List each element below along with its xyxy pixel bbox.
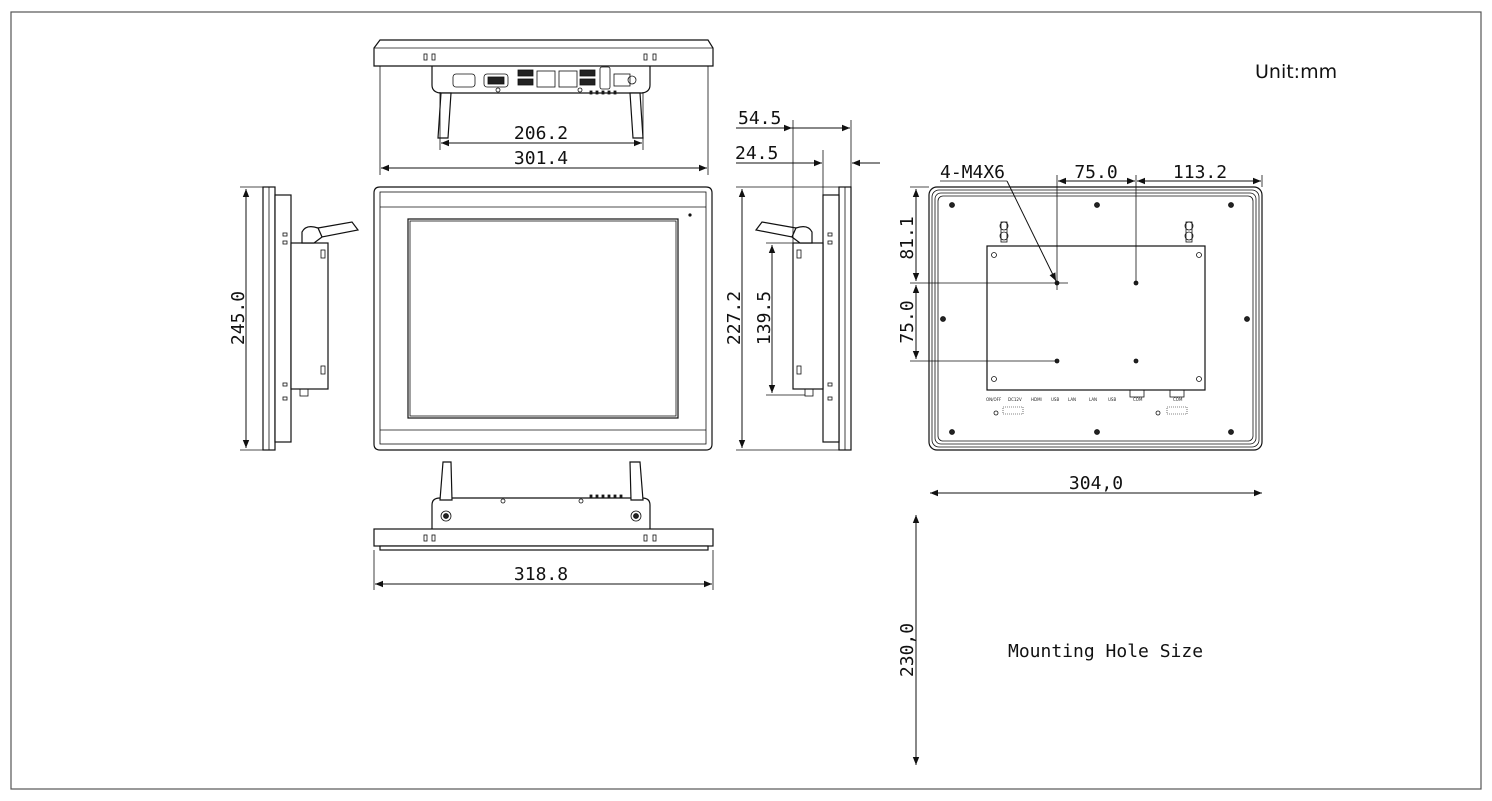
svg-text:LAN: LAN [1089, 397, 1097, 402]
bottom-view [373, 461, 714, 590]
hole-callout: 4-M4X6 [940, 162, 1005, 183]
svg-text:COM: COM [1173, 397, 1183, 402]
dim-hole-spacing-y: 75.0 [897, 300, 918, 343]
front-view [373, 186, 713, 451]
dim-hole-offset-top: 81.1 [897, 216, 918, 259]
rear-view: ON/OFF DC12V HDMI USB LAN LAN USB COM COM [910, 175, 1263, 497]
svg-text:LAN: LAN [1068, 397, 1076, 402]
svg-text:USB: USB [1051, 397, 1059, 402]
dim-side-inner-height: 139.5 [754, 291, 775, 345]
dim-side-height: 227.2 [724, 291, 745, 345]
unit-label: Unit:mm [1255, 61, 1337, 83]
drawing-frame [10, 11, 1482, 790]
left-side-view [240, 186, 360, 451]
dim-left-height: 245.0 [228, 291, 249, 345]
top-view [373, 39, 714, 175]
dim-bottom-width: 318.8 [514, 564, 568, 585]
dim-side-depth-panel: 24.5 [735, 143, 778, 164]
dim-top-outer-width: 301.4 [514, 148, 568, 169]
right-side-view [736, 120, 880, 451]
dim-cutout-height: 230,0 [897, 623, 918, 677]
dim-cutout-width: 304,0 [1069, 473, 1123, 494]
svg-text:USB: USB [1108, 397, 1116, 402]
dim-side-depth-total: 54.5 [738, 108, 781, 129]
svg-text:DC12V: DC12V [1008, 397, 1022, 402]
svg-text:COM: COM [1133, 397, 1143, 402]
dim-top-inner-width: 206.2 [514, 123, 568, 144]
mounting-caption: Mounting Hole Size [1008, 641, 1203, 662]
dim-hole-spacing-x: 75.0 [1074, 162, 1117, 183]
dim-hole-offset-right: 113.2 [1173, 162, 1227, 183]
svg-text:ON/OFF: ON/OFF [986, 397, 1002, 402]
svg-text:HDMI: HDMI [1031, 397, 1042, 402]
